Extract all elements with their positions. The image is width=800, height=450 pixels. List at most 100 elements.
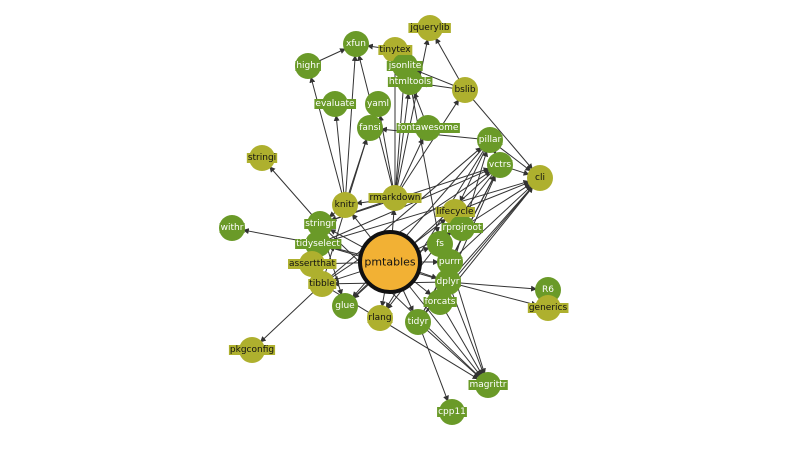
label-background xyxy=(367,313,393,323)
node-xfun[interactable]: xfun xyxy=(345,39,367,49)
node-pkgconfig[interactable]: pkgconfig xyxy=(228,345,276,355)
label-background xyxy=(314,99,357,109)
node-label: jsonlite xyxy=(388,61,422,71)
node-generics[interactable]: generics xyxy=(527,303,569,313)
node-label: pillar xyxy=(479,135,502,145)
edge-tidyr-magrittr xyxy=(417,321,480,378)
node-label: fontawesome xyxy=(398,123,459,133)
node-label: cli xyxy=(535,173,545,183)
edge-purrr-cli xyxy=(449,185,532,263)
label-background xyxy=(219,223,245,233)
node-label: highr xyxy=(296,61,320,71)
node-label: vctrs xyxy=(489,160,512,170)
node-label: generics xyxy=(529,303,568,313)
node-label: rlang xyxy=(368,313,391,323)
node-label: dplyr xyxy=(437,277,460,287)
node-stringr[interactable]: stringr xyxy=(304,219,337,229)
node-evaluate[interactable]: evaluate xyxy=(314,99,357,109)
label-background xyxy=(437,257,463,267)
node-pillar[interactable]: pillar xyxy=(477,135,503,145)
node-forcats[interactable]: forcats xyxy=(423,297,457,307)
node-fontawesome[interactable]: fontawesome xyxy=(396,123,460,133)
edge-tibble-vctrs xyxy=(321,171,491,285)
label-background xyxy=(435,239,446,249)
label-background xyxy=(437,407,467,417)
node-label: yaml xyxy=(367,99,389,109)
label-background xyxy=(334,301,357,311)
label-background xyxy=(527,303,569,313)
node-label: magrittr xyxy=(470,380,507,390)
node-jquerylib[interactable]: jquerylib xyxy=(408,23,451,33)
label-background xyxy=(487,160,513,170)
edge-tidyr-cpp11 xyxy=(417,321,449,402)
node-bslib[interactable]: bslib xyxy=(453,85,477,95)
node-label: fansi xyxy=(359,123,381,133)
edge-rmarkdown-jsonlite xyxy=(394,76,407,199)
node-label: xfun xyxy=(346,39,366,49)
label-background xyxy=(441,223,483,233)
node-rlang[interactable]: rlang xyxy=(367,313,393,323)
node-tidyselect[interactable]: tidyselect xyxy=(295,239,342,249)
node-tinytex[interactable]: tinytex xyxy=(378,45,413,55)
edge-knitr-evaluate xyxy=(333,114,346,206)
node-rprojroot[interactable]: rprojroot xyxy=(441,223,483,233)
node-vctrs[interactable]: vctrs xyxy=(487,160,513,170)
node-htmltools[interactable]: htmltools xyxy=(387,77,433,87)
node-label: tibble xyxy=(309,279,335,289)
edge-forcats-magrittr xyxy=(439,301,483,376)
label-background xyxy=(435,207,475,217)
node-yaml[interactable]: yaml xyxy=(365,99,391,109)
node-label: evaluate xyxy=(315,99,355,109)
edge-tibble-pkgconfig xyxy=(260,283,323,343)
node-label: tinytex xyxy=(379,45,411,55)
label-background xyxy=(295,61,321,71)
node-label: cpp11 xyxy=(438,407,466,417)
node-label: rmarkdown xyxy=(369,193,420,203)
node-rmarkdown[interactable]: rmarkdown xyxy=(368,193,422,203)
label-background xyxy=(435,277,461,287)
node-label: lifecycle xyxy=(437,207,474,217)
label-background xyxy=(288,259,337,269)
node-fansi[interactable]: fansi xyxy=(358,123,382,133)
node-highr[interactable]: highr xyxy=(295,61,321,71)
node-fs[interactable]: fs xyxy=(435,239,446,249)
edge-dplyr-R6 xyxy=(447,281,538,292)
node-jsonlite[interactable]: jsonlite xyxy=(386,61,423,71)
node-label: bslib xyxy=(454,85,475,95)
label-background xyxy=(295,239,342,249)
node-knitr[interactable]: knitr xyxy=(333,200,357,210)
node-lifecycle[interactable]: lifecycle xyxy=(435,207,475,217)
node-purrr[interactable]: purrr xyxy=(437,257,463,267)
node-tibble[interactable]: tibble xyxy=(308,279,337,289)
node-dplyr[interactable]: dplyr xyxy=(435,277,461,287)
label-background xyxy=(358,123,382,133)
node-label: htmltools xyxy=(389,77,432,87)
node-label: rprojroot xyxy=(443,223,482,233)
node-R6[interactable]: R6 xyxy=(541,285,556,295)
label-background xyxy=(365,99,391,109)
node-label: stringi xyxy=(248,153,276,163)
edge-rmarkdown-htmltools xyxy=(394,92,411,199)
node-magrittr[interactable]: magrittr xyxy=(468,380,508,390)
node-cli[interactable]: cli xyxy=(534,173,546,183)
node-label: tidyselect xyxy=(296,239,340,249)
node-stringi[interactable]: stringi xyxy=(246,153,278,163)
node-label-layer: pmtables jquerylib xfun tinytex jsonlite html… xyxy=(219,23,569,417)
node-cpp11[interactable]: cpp11 xyxy=(437,407,467,417)
edge-htmltools-fs xyxy=(409,81,440,234)
node-label: purrr xyxy=(439,257,462,267)
node-tidyr[interactable]: tidyr xyxy=(406,317,430,327)
node-glue[interactable]: glue xyxy=(334,301,357,311)
node-assertthat[interactable]: assertthat xyxy=(288,259,337,269)
node-label: R6 xyxy=(542,285,554,295)
node-pmtables[interactable]: pmtables xyxy=(364,256,416,269)
edge-tibble-pillar xyxy=(321,147,482,285)
node-label: jquerylib xyxy=(409,23,449,33)
node-circle[interactable] xyxy=(358,230,422,294)
label-background xyxy=(378,45,413,55)
node-withr[interactable]: withr xyxy=(219,223,245,233)
edge-knitr-xfun xyxy=(344,54,358,206)
node-label: withr xyxy=(221,223,244,233)
label-background xyxy=(406,317,430,327)
